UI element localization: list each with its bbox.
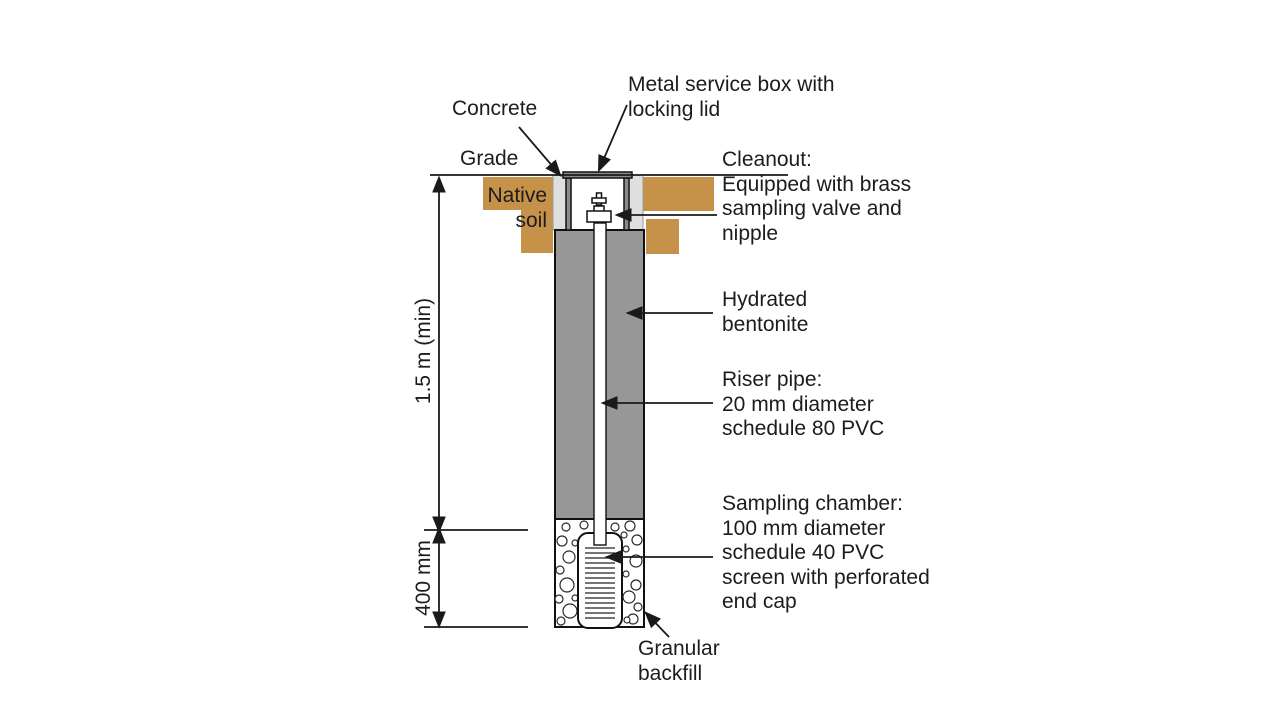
sampling-chamber-label-line1: Sampling chamber: [722, 492, 903, 515]
chamber-depth-dimension-text: 400 mm [411, 540, 435, 616]
cleanout-label-line1: Cleanout: [722, 148, 812, 171]
grade-label: Grade [460, 147, 518, 172]
riser-pipe-label-line1: Riser pipe: [722, 368, 823, 391]
granular-backfill-label-line2: backfill [638, 661, 703, 685]
depth-dimension-label: 1.5 m (min) [412, 298, 437, 404]
native-soil-label-line1: Native [487, 184, 547, 207]
sampling-valve [586, 192, 612, 223]
concrete-pointer-arrow [518, 126, 562, 177]
native-soil-blocks [483, 177, 714, 254]
grade-label-text: Grade [460, 147, 519, 170]
riser-pipe [593, 222, 607, 546]
gravel-circles [554, 520, 643, 626]
cleanout-label: Cleanout: Equipped with brass sampling v… [722, 148, 911, 246]
concrete-label-text: Concrete [452, 97, 538, 120]
sampling-chamber-label-line2: 100 mm diameter [722, 516, 886, 540]
depth-dimension-text: 1.5 m (min) [411, 297, 435, 405]
service-box-label: Metal service box with locking lid [628, 73, 835, 122]
pointer-arrows [518, 104, 717, 638]
bentonite-label: Hydrated bentonite [722, 288, 808, 337]
cleanout-label-line2: Equipped with brass [722, 172, 912, 196]
sampling-chamber [577, 532, 623, 629]
sampling-chamber-label-line3: schedule 40 PVC [722, 541, 885, 564]
sampling-chamber-label-line4: screen with perforated [722, 565, 930, 589]
service-box-label-line1: Metal service box with [628, 73, 835, 96]
concrete-label: Concrete [452, 97, 537, 122]
riser-pipe-label: Riser pipe: 20 mm diameter schedule 80 P… [722, 368, 884, 442]
granular-backfill-label-line1: Granular [638, 637, 720, 660]
riser-pipe-label-line3: schedule 80 PVC [722, 417, 885, 440]
cleanout-label-line3: sampling valve and [722, 197, 902, 220]
bentonite-label-line2: bentonite [722, 312, 809, 336]
sampling-chamber-label: Sampling chamber: 100 mm diameter schedu… [722, 492, 930, 615]
sampling-chamber-label-line5: end cap [722, 590, 797, 613]
service-box-label-line2: locking lid [628, 97, 721, 121]
screen-slots [585, 547, 615, 619]
bentonite-label-line1: Hydrated [722, 288, 808, 311]
cleanout-label-line4: nipple [722, 221, 779, 245]
chamber-depth-dimension-label: 400 mm [412, 540, 437, 616]
native-soil-label: Native soil [477, 184, 547, 233]
backfill-pointer-arrow [644, 611, 670, 638]
dimension-lines [424, 175, 528, 629]
riser-pipe-label-line2: 20 mm diameter [722, 392, 874, 416]
native-soil-label-line2: soil [515, 208, 547, 232]
service-box-pointer-arrow [597, 104, 628, 173]
granular-backfill-label: Granular backfill [638, 637, 720, 686]
